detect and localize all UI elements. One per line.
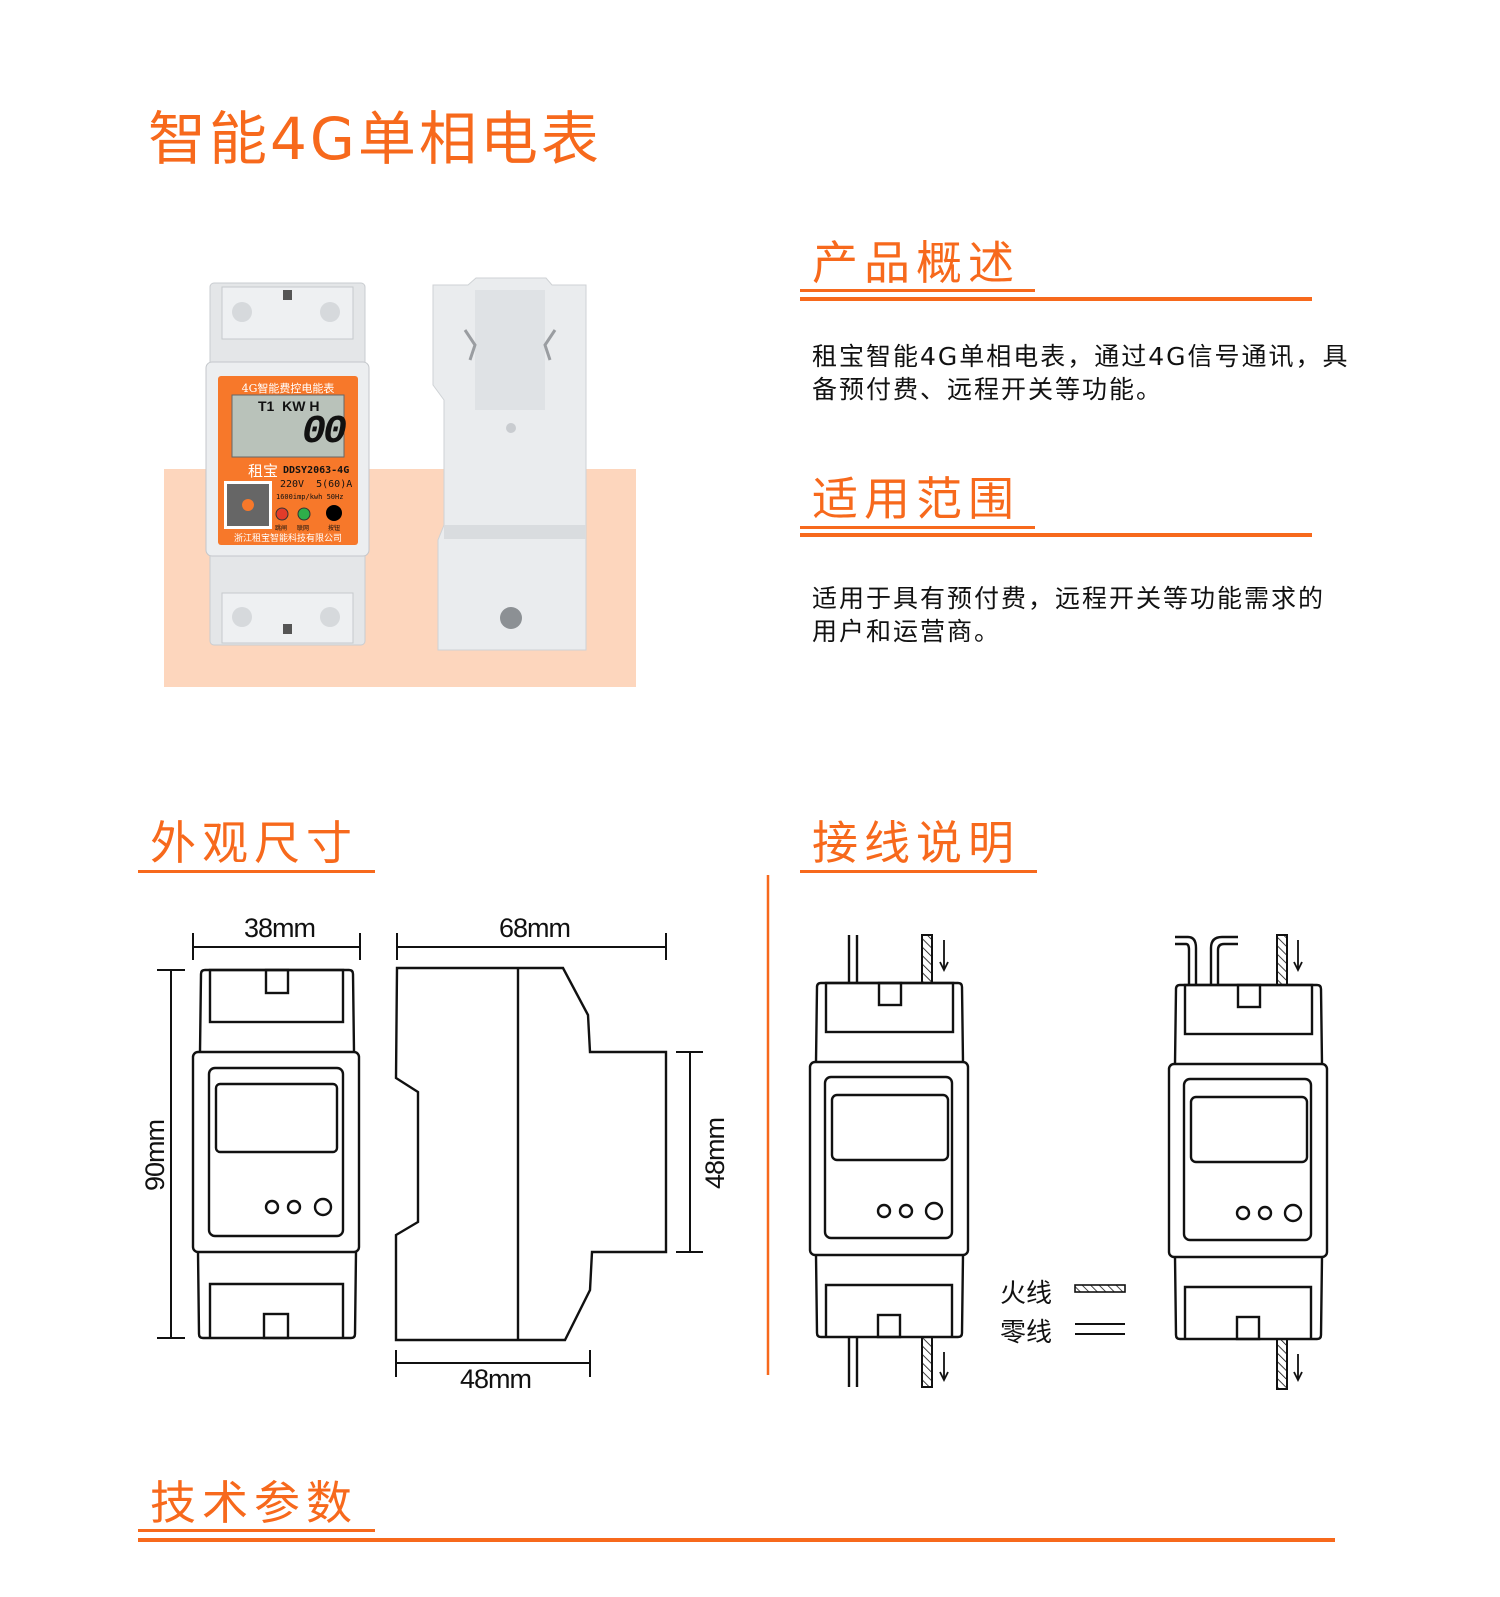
dimension-side-view [394, 966, 668, 1342]
scope-heading: 适用范围 [812, 472, 1020, 526]
meter-panel-title: 4G智能费控电能表 [241, 382, 335, 395]
meter-led-label: 按钮 [328, 525, 341, 532]
live-wire-label: 火线 [1000, 1279, 1053, 1309]
wiring-heading: 接线说明 [812, 816, 1020, 870]
arrow-down-icon [1293, 940, 1303, 973]
neutral-wire-symbol [1075, 1323, 1125, 1335]
specs-heading: 技术参数 [150, 1476, 358, 1530]
dimension-front-view [191, 968, 361, 1340]
meter-model: DDSY2063-4G [283, 465, 350, 476]
dim-side-height-label: 48mm [700, 1117, 731, 1190]
dim-base-depth-label: 48mm [460, 1364, 532, 1394]
arrow-down-icon [939, 1352, 949, 1383]
meter-brand: 租宝 [248, 462, 279, 480]
arrow-down-icon [939, 940, 949, 973]
meter-lcd-digits: 00 [302, 410, 347, 455]
meter-front-photo [205, 282, 370, 646]
scope-text: 适用于具有预付费，远程开关等功能需求的用户和运营商。 [812, 584, 1326, 646]
meter-rating: 220V 5(60)A [280, 479, 353, 490]
meter-led-label: 联网 [297, 525, 310, 532]
wiring-meter-left [808, 934, 970, 1388]
dim-width-label: 38mm [244, 913, 316, 943]
meter-lcd-line: T1 KW H [258, 398, 320, 414]
meter-company: 浙江租宝智能科技有限公司 [233, 534, 342, 544]
page-title: 智能4G单相电表 [148, 105, 602, 173]
meter-side-photo [432, 277, 587, 651]
overview-heading: 产品概述 [812, 236, 1020, 290]
dimension-lines [157, 933, 703, 1377]
dimensions-heading: 外观尺寸 [150, 816, 358, 870]
meter-constant: 1600imp/kwh 50Hz [276, 493, 344, 501]
arrow-down-icon [1293, 1354, 1303, 1383]
neutral-wire-label: 零线 [1000, 1318, 1053, 1348]
meter-led-label: 跳闸 [275, 525, 288, 532]
live-wire-symbol [1074, 1284, 1126, 1293]
wiring-meter-right [1167, 934, 1329, 1390]
dim-height-label: 90mm [140, 1119, 171, 1192]
overview-text: 租宝智能4G单相电表，通过4G信号通讯，具备预付费、远程开关等功能。 [812, 342, 1350, 404]
dim-depth-label: 68mm [499, 913, 571, 943]
